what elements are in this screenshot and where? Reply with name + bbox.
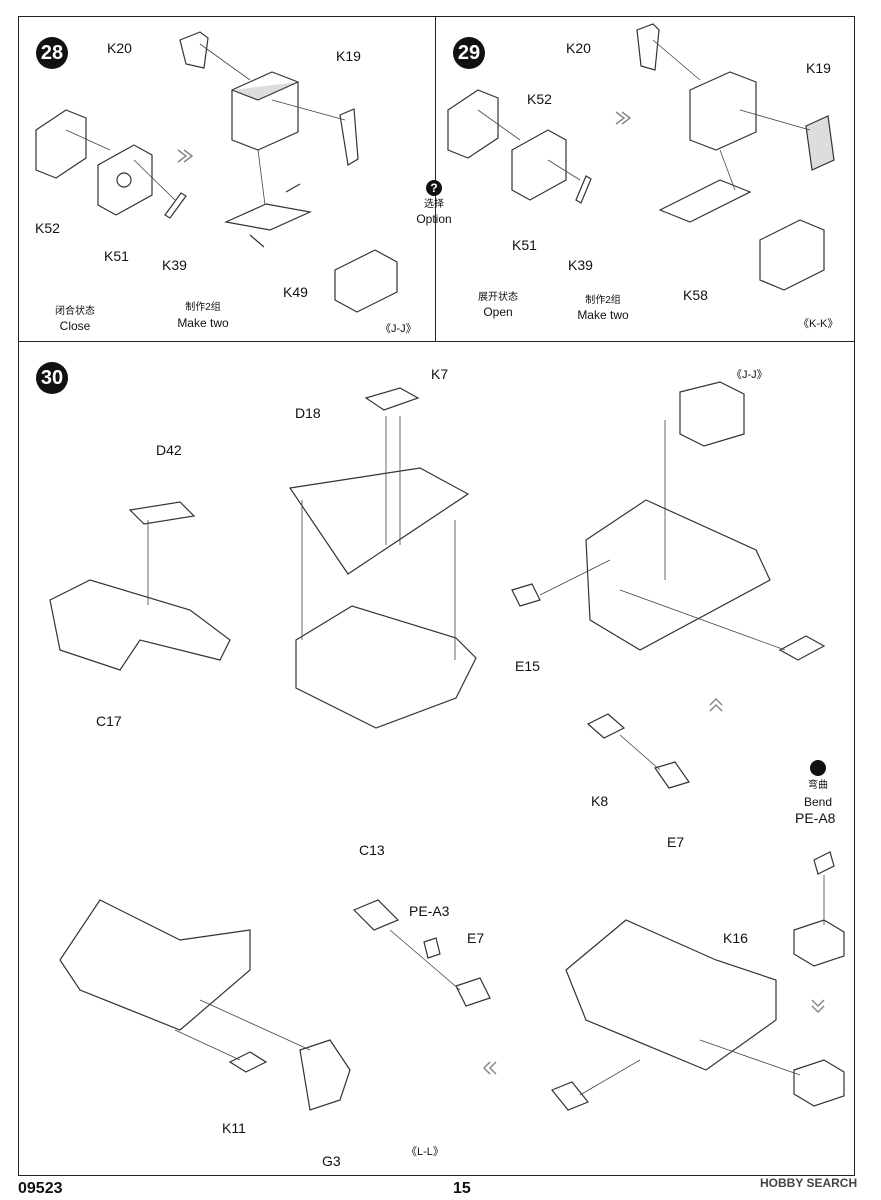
part-label-k39: K39: [162, 257, 187, 273]
watermark: HOBBY SEARCH: [760, 1176, 858, 1190]
page-number: 15: [453, 1180, 471, 1197]
product-code: 09523: [18, 1180, 63, 1197]
part-label-e15: E15: [515, 658, 540, 674]
part-label-k52: K52: [35, 220, 60, 236]
part-label-d18: D18: [295, 405, 321, 421]
part-label-k39-29: K39: [568, 257, 593, 273]
option-en: Option: [416, 212, 452, 226]
state-close-en: Close: [59, 319, 91, 333]
part-label-k49: K49: [283, 284, 308, 300]
option-cn: 选择: [424, 199, 444, 210]
option-question-icon: ?: [426, 180, 442, 196]
step-28-number: 28: [36, 37, 68, 69]
part-label-d42: D42: [156, 442, 182, 458]
state-close-cn: 闭合状态: [55, 306, 95, 317]
make-two-en-29: Make two: [577, 308, 629, 322]
part-label-k11: K11: [222, 1120, 246, 1136]
part-label-k8: K8: [591, 793, 609, 809]
part-label-k58: K58: [683, 287, 708, 303]
view-label-k-k: 《K-K》: [798, 318, 839, 330]
state-open-cn: 展开状态: [478, 292, 518, 303]
step-29-number: 29: [453, 37, 485, 69]
part-label-e7-bottom: E7: [467, 930, 485, 946]
view-label-l-l: 《L-L》: [406, 1146, 444, 1158]
bend-en: Bend: [803, 795, 833, 809]
state-open-en: Open: [483, 305, 513, 319]
step-28-drawing: [35, 31, 398, 313]
step-29-drawing: [447, 23, 835, 291]
make-two-cn-28: 制作2组: [185, 302, 221, 313]
part-label-k20: K20: [107, 40, 132, 56]
part-label-k16: K16: [723, 930, 748, 946]
part-label-k7: K7: [431, 366, 449, 382]
bend-icon: [810, 760, 826, 776]
make-two-cn-29: 制作2组: [585, 295, 621, 306]
view-label-j-j-28: 《J-J》: [380, 323, 417, 335]
part-label-k19: K19: [336, 48, 361, 64]
step-30-drawing: [49, 381, 845, 1111]
part-label-k51-29: K51: [512, 237, 537, 253]
part-label-c13: C13: [359, 842, 385, 858]
part-label-k52-29: K52: [527, 91, 552, 107]
part-label-pe-a8: PE-A8: [795, 810, 836, 826]
part-label-g3: G3: [322, 1153, 341, 1169]
part-label-k19-29: K19: [806, 60, 831, 76]
step-30-number: 30: [36, 362, 68, 394]
view-label-j-j-30: 《J-J》: [731, 369, 768, 381]
part-label-k51: K51: [104, 248, 129, 264]
part-label-e7-top: E7: [667, 834, 685, 850]
step-30-panel: [18, 341, 855, 1176]
part-label-k20-29: K20: [566, 40, 591, 56]
bend-cn: 弯曲: [808, 780, 828, 791]
part-label-pe-a3: PE-A3: [409, 903, 450, 919]
make-two-en-28: Make two: [177, 316, 229, 330]
part-label-c17: C17: [96, 713, 122, 729]
